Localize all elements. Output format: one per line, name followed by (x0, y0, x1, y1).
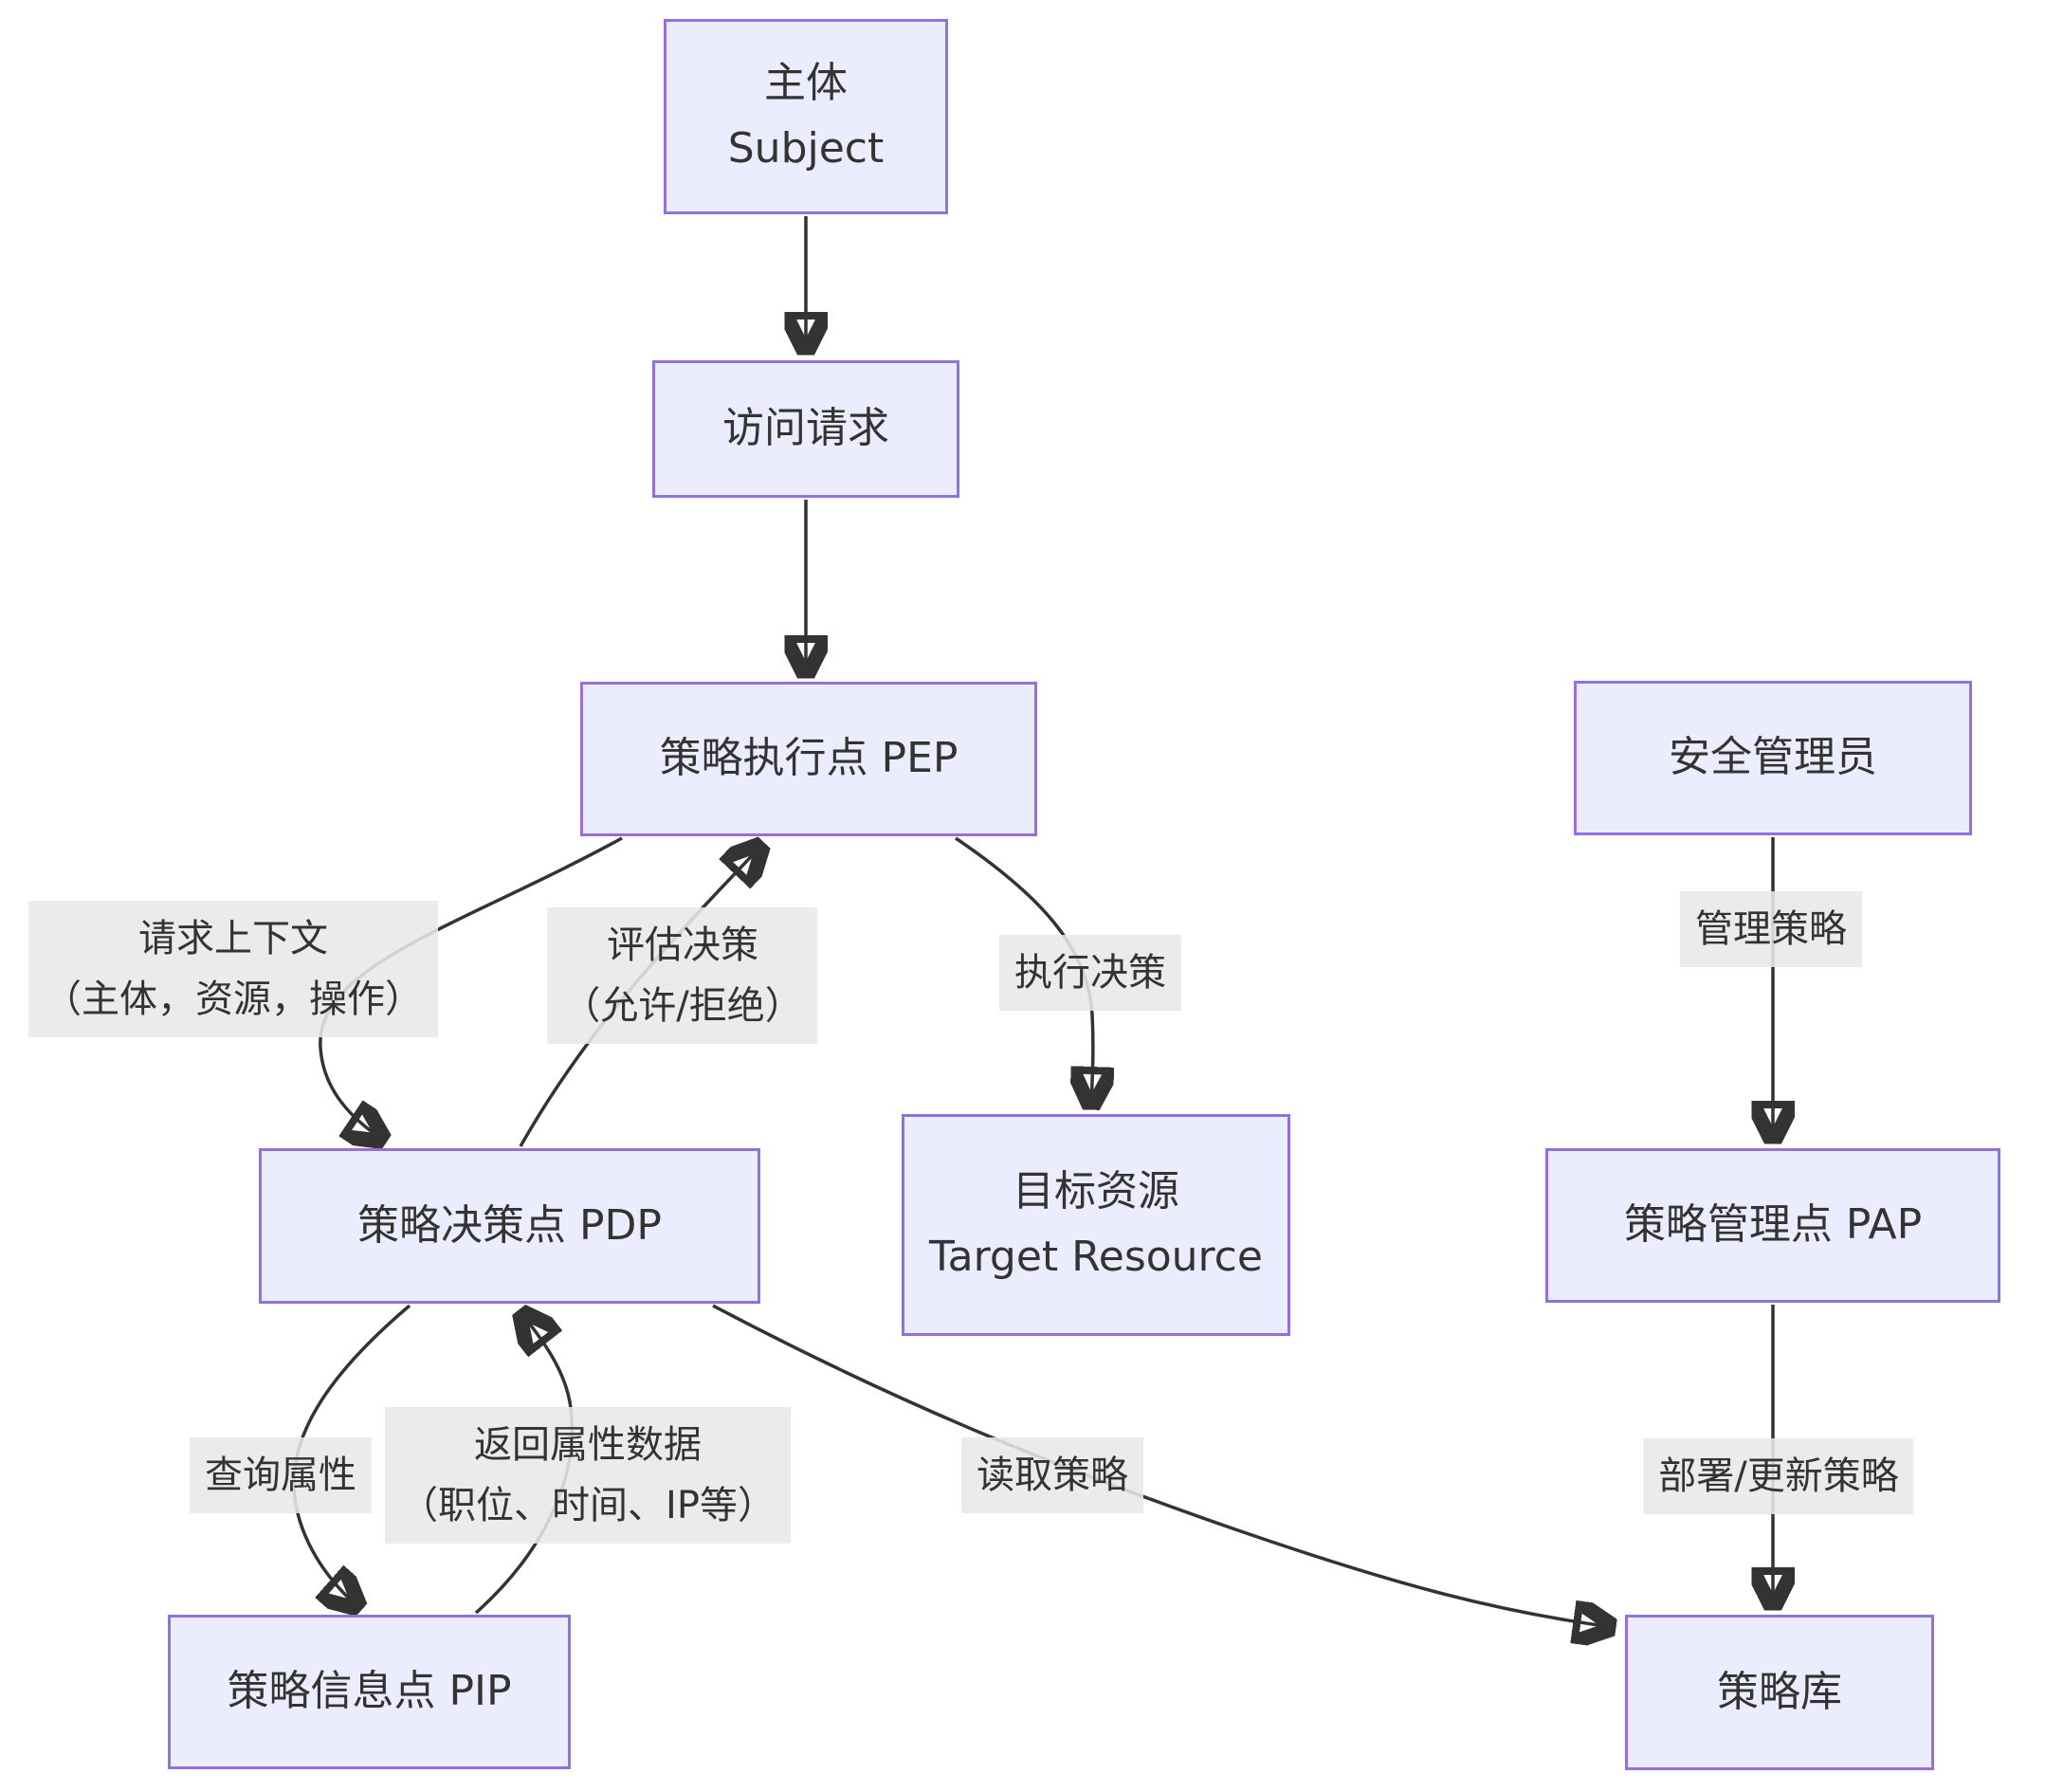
node-access-request: 访问请求 (652, 360, 959, 498)
edge-label-read-policy: 读取策略 (961, 1437, 1143, 1513)
edge-label-evaluate-decision: 评估决策 （允许/拒绝） (547, 907, 818, 1044)
edge-label-request-context-line1: 请求上下文 (138, 917, 328, 960)
edge-label-query-text: 查询属性 (205, 1454, 356, 1497)
node-pap: 策略管理点 PAP (1545, 1148, 2000, 1303)
edge-label-deploy-update-policy: 部署/更新策略 (1643, 1438, 1914, 1514)
edge-label-execute-text: 执行决策 (1014, 951, 1166, 995)
edge-label-evaluate-line1: 评估决策 (606, 923, 758, 967)
node-target-resource-label-en: Target Resource (929, 1233, 1263, 1281)
edge-label-execute-decision: 执行决策 (999, 935, 1181, 1011)
node-pep-label: 策略执行点 PEP (659, 734, 959, 783)
node-pip-label: 策略信息点 PIP (227, 1667, 512, 1716)
edge-label-return-attributes: 返回属性数据 （职位、时间、IP等） (385, 1407, 791, 1544)
node-security-admin-label: 安全管理员 (1669, 733, 1877, 782)
edge-pdp-to-repo (712, 1304, 1612, 1627)
edge-label-return-line1: 返回属性数据 (473, 1423, 702, 1467)
edge-label-query-attributes: 查询属性 (190, 1437, 372, 1513)
node-policy-repository-label: 策略库 (1717, 1667, 1842, 1716)
edge-label-manage-policy: 管理策略 (1680, 891, 1862, 967)
node-subject: 主体 Subject (664, 19, 948, 214)
node-policy-repository: 策略库 (1625, 1615, 1934, 1770)
edge-label-manage-text: 管理策略 (1695, 907, 1847, 951)
node-pdp: 策略决策点 PDP (259, 1148, 760, 1304)
node-pap-label: 策略管理点 PAP (1623, 1200, 1923, 1250)
edge-label-read-text: 读取策略 (977, 1454, 1128, 1497)
node-pdp-label: 策略决策点 PDP (357, 1200, 662, 1250)
node-security-admin: 安全管理员 (1574, 681, 1972, 835)
node-subject-label-en: Subject (727, 124, 885, 173)
node-target-resource: 目标资源 Target Resource (902, 1114, 1290, 1336)
node-access-request-label: 访问请求 (722, 404, 889, 453)
edge-label-deploy-text: 部署/更新策略 (1658, 1454, 1899, 1498)
node-pip: 策略信息点 PIP (168, 1615, 571, 1769)
node-pep: 策略执行点 PEP (580, 682, 1037, 836)
edge-label-request-context: 请求上下文 （主体，资源，操作） (28, 901, 438, 1037)
edge-label-return-line2: （职位、时间、IP等） (400, 1484, 776, 1527)
node-target-resource-label-zh: 目标资源 (1013, 1167, 1179, 1216)
edge-label-evaluate-line2: （允许/拒绝） (562, 984, 803, 1028)
edge-label-request-context-line2: （主体，资源，操作） (44, 978, 423, 1021)
node-subject-label-zh: 主体 (764, 59, 848, 108)
